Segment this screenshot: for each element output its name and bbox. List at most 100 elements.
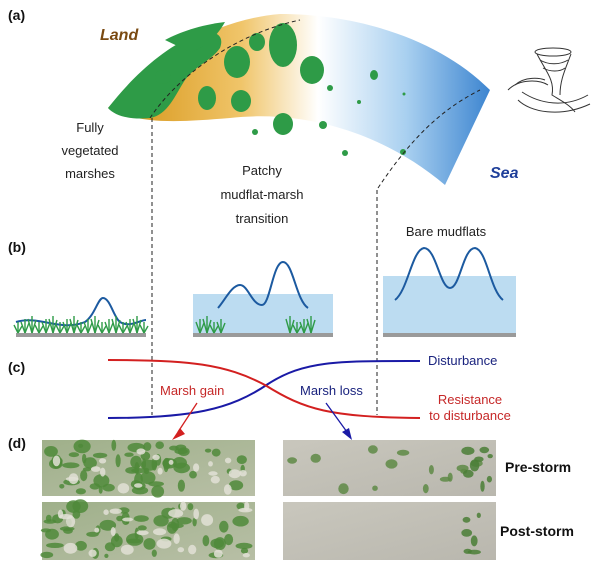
marsh-loss-label: Marsh loss bbox=[300, 383, 363, 398]
vegetation-blob bbox=[476, 512, 481, 518]
vegetation-blob bbox=[59, 526, 75, 531]
vegetation-blob bbox=[111, 439, 117, 451]
vegetation-blob bbox=[45, 528, 59, 540]
grass-icon bbox=[13, 316, 316, 334]
vegetation-blob bbox=[470, 535, 478, 547]
vegetation-blob bbox=[486, 475, 492, 483]
vegetation-blob bbox=[224, 457, 232, 464]
grass-blade bbox=[101, 325, 107, 334]
boundary-curve-right bbox=[377, 89, 481, 189]
panel-label-b: (b) bbox=[8, 239, 26, 255]
vegetation-blob bbox=[192, 517, 197, 527]
svg-text:mudflat-marsh: mudflat-marsh bbox=[220, 187, 303, 202]
grass-blade bbox=[289, 319, 295, 334]
zone-bare-mudflats: Bare mudflats bbox=[406, 224, 487, 239]
storm-icon bbox=[507, 47, 591, 113]
vegetation-blob bbox=[157, 467, 163, 475]
vegetation-blob bbox=[204, 448, 212, 453]
land-label: Land bbox=[100, 27, 139, 44]
grass-blade bbox=[52, 319, 58, 334]
vegetation-blob bbox=[136, 530, 149, 536]
vegetation-blob bbox=[439, 476, 451, 482]
vegetation-blob bbox=[240, 547, 249, 554]
vegetation-blob bbox=[92, 452, 108, 458]
vegetation-blob bbox=[210, 538, 224, 549]
vegetation-blob bbox=[213, 549, 223, 558]
vegetation-blob bbox=[238, 507, 253, 513]
grass-blade bbox=[296, 325, 302, 334]
vegetation-blob bbox=[208, 471, 218, 476]
vegetation-blob bbox=[211, 448, 221, 457]
vegetation-blob bbox=[193, 508, 199, 520]
vegetation-blob bbox=[168, 509, 184, 518]
vegetation-blob bbox=[120, 544, 134, 555]
vegetation-blob bbox=[456, 464, 469, 472]
vegetation-blob bbox=[151, 485, 165, 498]
vegetation-blob bbox=[368, 445, 378, 454]
grass-blade bbox=[115, 319, 121, 334]
grass-blade bbox=[136, 319, 142, 334]
vegetation-blob bbox=[104, 553, 109, 559]
vegetation-blob bbox=[219, 520, 229, 533]
vegetation-blob bbox=[72, 510, 81, 519]
vegetation-blob bbox=[228, 480, 244, 491]
svg-text:Patchy: Patchy bbox=[242, 163, 282, 178]
vegetation-blob bbox=[94, 527, 100, 533]
grass-blade bbox=[38, 325, 44, 334]
vegetation-blob bbox=[153, 528, 167, 536]
svg-text:Fully: Fully bbox=[76, 120, 104, 135]
vegetation-blob bbox=[82, 453, 87, 464]
vegetation-blob bbox=[83, 457, 97, 469]
vegetation-blob bbox=[44, 446, 58, 457]
vegetation-blob bbox=[80, 470, 88, 482]
vegetation-blob bbox=[131, 486, 149, 495]
vegetation-blob bbox=[40, 551, 54, 559]
vegetation-blob bbox=[66, 515, 76, 528]
vegetation-blob bbox=[232, 515, 249, 527]
vegetation-blob bbox=[103, 509, 109, 515]
vegetation-blob bbox=[163, 458, 169, 473]
vegetation-blob bbox=[46, 542, 64, 549]
zone-patchy: Patchy mudflat-marsh transition bbox=[220, 163, 303, 226]
vegetation-blob bbox=[86, 531, 99, 537]
vegetation-blob bbox=[98, 486, 103, 494]
vegetation-blob bbox=[189, 470, 197, 479]
boundary-curve-left bbox=[149, 19, 301, 119]
zone-fully-vegetated: Fully vegetated marshes bbox=[61, 120, 118, 181]
vegetation-blob bbox=[52, 455, 61, 467]
profile-bare bbox=[383, 246, 516, 337]
vegetation-blob bbox=[93, 474, 110, 488]
vegetation-blob bbox=[372, 485, 378, 491]
pre-storm-label: Pre-storm bbox=[505, 459, 571, 475]
vegetation-blob bbox=[68, 452, 80, 458]
vegetation-blob bbox=[428, 465, 434, 475]
vegetation-blob bbox=[202, 535, 210, 547]
vegetation-blob bbox=[176, 517, 192, 525]
vegetation-blob bbox=[180, 501, 187, 511]
vegetation-blob bbox=[100, 467, 106, 477]
vegetation-blob bbox=[130, 455, 142, 469]
photo-vegetation-texture bbox=[40, 439, 493, 559]
grass-blade bbox=[122, 325, 128, 334]
vegetation-patches bbox=[155, 23, 406, 156]
vegetation-blob bbox=[177, 479, 185, 492]
vegetation-blob bbox=[59, 484, 65, 489]
vegetated-zone-top bbox=[165, 22, 225, 52]
vegetation-blob bbox=[115, 454, 121, 468]
vegetation-blob bbox=[45, 514, 52, 522]
vegetation-blob bbox=[88, 549, 97, 557]
grass-blade bbox=[206, 319, 212, 334]
vegetation-blob bbox=[396, 449, 410, 456]
vegetation-blob bbox=[338, 483, 349, 495]
vegetation-blob bbox=[110, 535, 123, 548]
vegetation-blob bbox=[62, 462, 80, 469]
vegetation-blob bbox=[99, 458, 107, 464]
sea-label: Sea bbox=[490, 165, 519, 182]
vegetation-blob bbox=[122, 517, 134, 522]
grass-blade bbox=[220, 322, 226, 334]
vegetation-blob bbox=[177, 547, 185, 553]
grass-blade bbox=[213, 325, 219, 334]
vegetation-blob bbox=[110, 527, 116, 536]
vegetation-blob bbox=[463, 469, 474, 478]
